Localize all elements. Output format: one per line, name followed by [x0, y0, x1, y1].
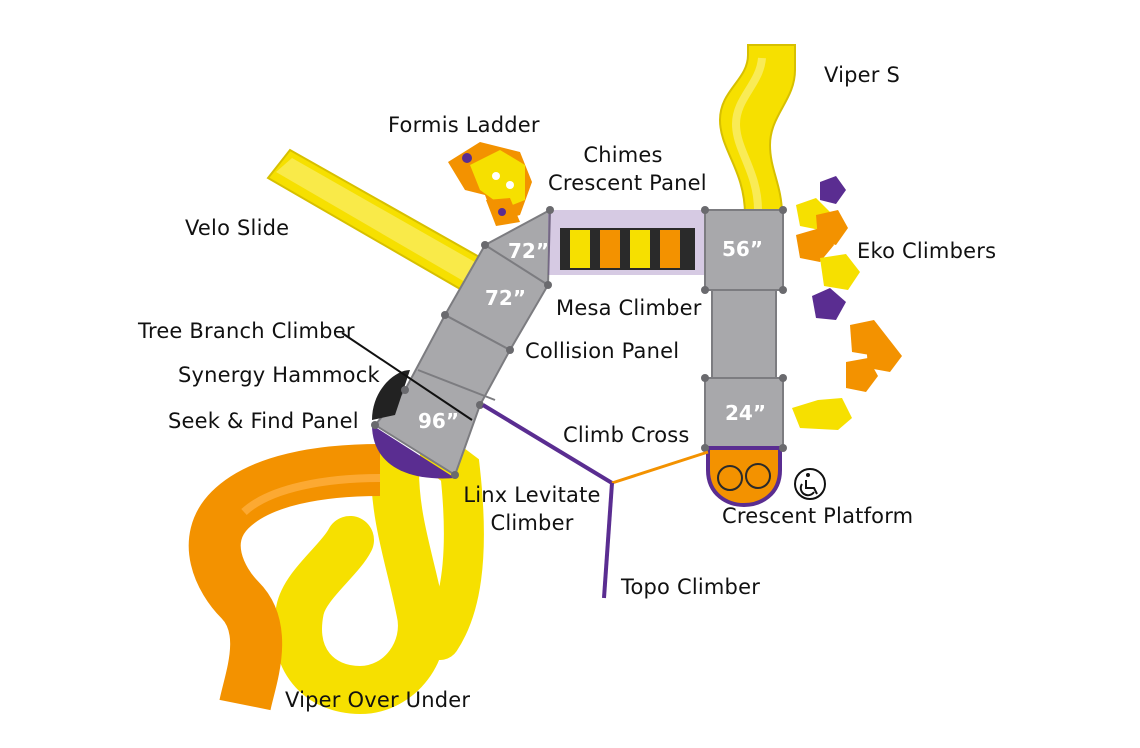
viper-s-shape: [718, 44, 796, 216]
label-collision-panel: Collision Panel: [525, 339, 680, 363]
climb-cross-shape: [481, 403, 709, 599]
deck-label-96: 96”: [418, 409, 459, 433]
label-crescent-panel: Crescent Panel: [548, 171, 707, 195]
deck-label-72-top: 72”: [508, 239, 549, 263]
label-eko-climbers: Eko Climbers: [857, 239, 997, 263]
decks: [371, 206, 787, 508]
label-viper-over-under: Viper Over Under: [285, 688, 471, 712]
formis-ladder-shape: [448, 142, 532, 226]
deck-label-72-mid: 72”: [485, 286, 526, 310]
wheelchair-accessible-icon: [794, 468, 826, 500]
label-climb-cross: Climb Cross: [563, 423, 690, 447]
deck-label-56: 56”: [722, 237, 763, 261]
label-synergy-hammock: Synergy Hammock: [178, 363, 380, 387]
label-tree-branch-climber: Tree Branch Climber: [138, 319, 355, 343]
label-mesa-climber: Mesa Climber: [556, 296, 702, 320]
tree-branch-pointer-line: [341, 332, 473, 421]
label-seek-find-panel: Seek & Find Panel: [168, 409, 359, 433]
label-velo-slide: Velo Slide: [185, 216, 290, 240]
label-linx-levitate: Linx Levitate: [463, 483, 601, 507]
viper-over-under-shape: [188, 435, 484, 715]
deck-label-24: 24”: [725, 401, 766, 425]
label-linx-climber: Climber: [490, 511, 574, 535]
eko-climbers-shape: [792, 176, 902, 430]
label-chimes: Chimes: [583, 143, 663, 167]
label-topo-climber: Topo Climber: [621, 575, 761, 599]
label-viper-s: Viper S: [824, 63, 901, 87]
label-formis-ladder: Formis Ladder: [388, 113, 540, 137]
label-crescent-platform: Crescent Platform: [722, 504, 914, 528]
